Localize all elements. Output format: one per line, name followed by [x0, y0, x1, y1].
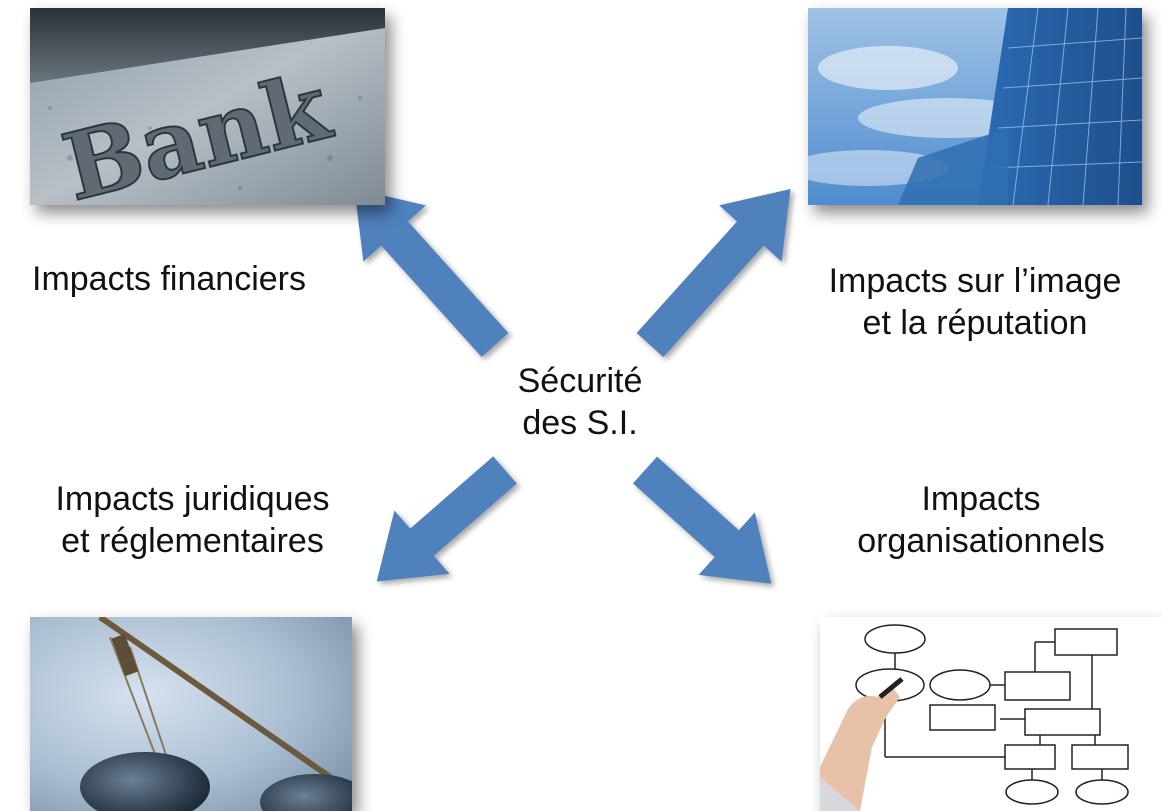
building-photo — [808, 8, 1142, 205]
center-label: Sécurité des S.I. — [490, 360, 670, 444]
bank-photo: Bank — [30, 8, 385, 205]
label-financial-impacts: Impacts financiers — [32, 260, 306, 298]
label-org-line1: Impacts — [921, 480, 1041, 518]
arrow-to-org — [632, 456, 772, 584]
center-label-line2: des S.I. — [522, 404, 638, 442]
label-image-line2: et la réputation — [862, 304, 1088, 342]
flowchart-photo — [820, 617, 1162, 811]
scales-photo — [30, 617, 352, 811]
label-legal-line2: et réglementaires — [61, 522, 324, 560]
label-legal-line1: Impacts juridiques — [55, 480, 330, 518]
arrow-to-image — [636, 188, 791, 358]
label-image-line1: Impacts sur l’image — [828, 262, 1122, 300]
center-label-line1: Sécurité — [517, 362, 643, 400]
label-legal-impacts: Impacts juridiques et réglementaires — [0, 478, 385, 562]
label-org-line2: organisationnels — [857, 522, 1105, 560]
arrow-to-legal — [376, 456, 517, 582]
arrow-to-financial — [354, 188, 509, 358]
label-org-impacts: Impacts organisationnels — [800, 478, 1162, 562]
label-image-impacts: Impacts sur l’image et la réputation — [788, 260, 1162, 344]
